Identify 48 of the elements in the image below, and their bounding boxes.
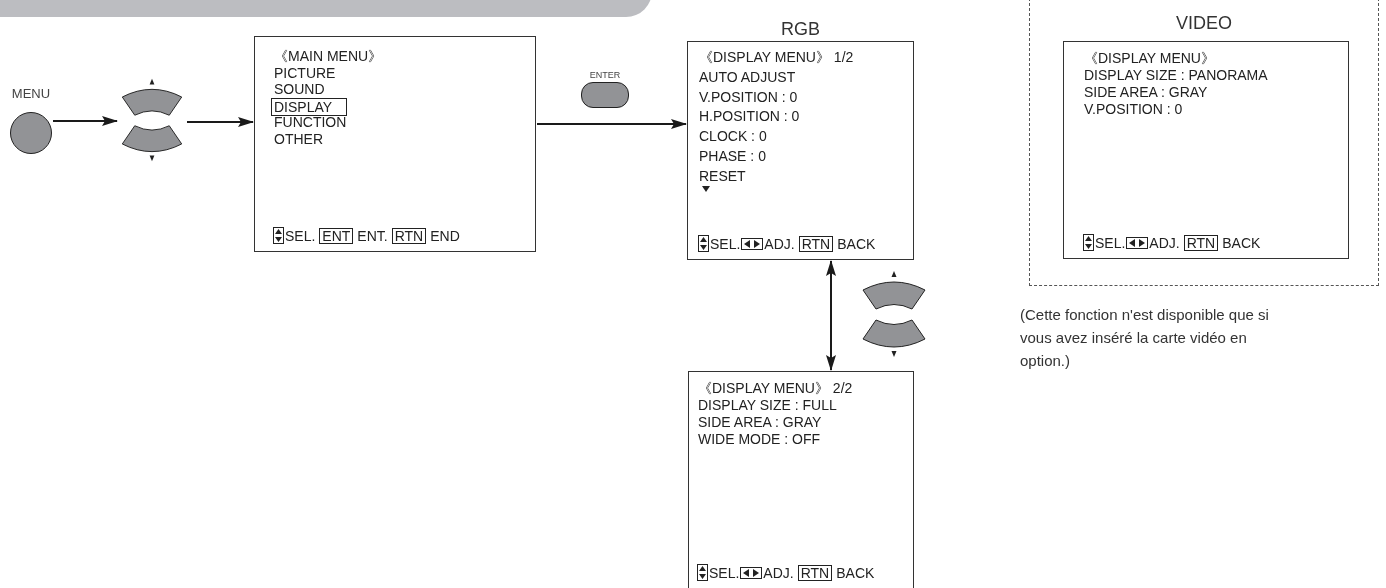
menu-item: OTHER xyxy=(274,131,323,147)
note-text: (Cette fonction n'est disponible que si vous avez inséré la carte vidéo en option.) xyxy=(1020,305,1270,371)
dashed-frame xyxy=(1029,0,1379,286)
menu-item: CLOCK : 0 xyxy=(699,128,767,145)
menu-item: AUTO ADJUST xyxy=(699,68,796,85)
hint-text: ADJ. xyxy=(763,564,794,581)
key-label: RTN xyxy=(798,235,834,252)
menu-item: V.POSITION : 0 xyxy=(1084,101,1183,117)
menu-item: PICTURE xyxy=(274,64,336,81)
hint-text: SEL. xyxy=(285,227,316,244)
screen-heading: RGB xyxy=(780,19,821,39)
menu-item: DISPLAY SIZE : PANORAMA xyxy=(1084,67,1268,83)
menu-item: DISPLAY SIZE : FULL xyxy=(698,397,837,413)
key-label: RTN xyxy=(797,564,833,581)
menu-item: V.POSITION : 0 xyxy=(699,88,798,105)
menu-title: 《DISPLAY MENU》 1/2 xyxy=(699,49,854,65)
menu-item: SIDE AREA : GRAY xyxy=(1084,84,1208,100)
menu-item: RESET xyxy=(699,167,746,184)
hint-text: ENT. xyxy=(357,227,388,244)
hint-text: ADJ. xyxy=(764,235,795,252)
key-label: ENT xyxy=(319,227,354,244)
key-label: RTN xyxy=(1183,234,1219,251)
hint-text: BACK xyxy=(1222,234,1261,251)
menu-item: FUNCTION xyxy=(274,114,347,131)
hint-text: END xyxy=(430,227,460,244)
hint-text: BACK xyxy=(836,564,875,581)
arrow xyxy=(52,116,118,126)
menu-item: SOUND xyxy=(274,81,325,98)
menu-title: 《MAIN MENU》 xyxy=(274,48,383,64)
hint-text: BACK xyxy=(837,235,876,252)
arrow xyxy=(186,117,254,127)
key-label: RTN xyxy=(391,227,427,244)
group-title: VIDEO xyxy=(1175,13,1233,34)
menu-item: SIDE AREA : GRAY xyxy=(698,414,822,430)
hint-text: SEL. xyxy=(709,564,740,581)
menu-item: H.POSITION : 0 xyxy=(699,108,800,125)
selected-menu-item: DISPLAY xyxy=(271,97,348,116)
arrow xyxy=(536,119,687,129)
menu-title: 《DISPLAY MENU》 xyxy=(1084,50,1215,66)
menu-item: PHASE : 0 xyxy=(699,148,766,164)
hint-text: ADJ. xyxy=(1149,234,1180,251)
button-label: ENTER xyxy=(588,70,622,80)
menu-title: 《DISPLAY MENU》 2/2 xyxy=(698,380,853,396)
hint-text: SEL. xyxy=(1095,234,1126,251)
arrow xyxy=(826,260,836,371)
menu-item: WIDE MODE : OFF xyxy=(698,431,821,447)
hint-text: SEL. xyxy=(710,235,741,252)
button-label: MENU xyxy=(10,86,52,101)
